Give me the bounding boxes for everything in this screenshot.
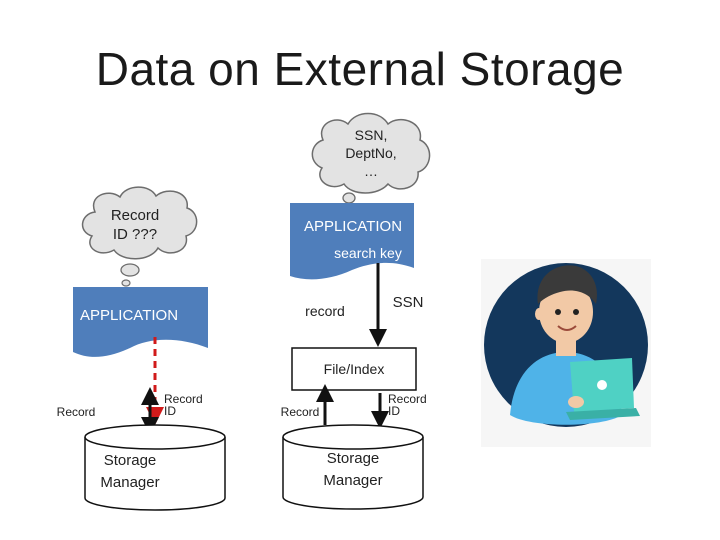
- left-application-box: [73, 287, 208, 357]
- left-thought-text: Record ID ???: [110, 207, 160, 243]
- right-storage-cylinder: [282, 424, 424, 510]
- ssn-label: SSN: [392, 294, 424, 311]
- right-record-id-label: Record ID: [388, 392, 427, 418]
- left-record-label: Record: [56, 405, 96, 419]
- right-thought-text: SSN, DeptNo, …: [345, 127, 397, 179]
- left-record-id-label: Record ID: [164, 392, 203, 418]
- person-with-laptop-icon: [481, 259, 651, 447]
- file-index-label: File/Index: [323, 361, 385, 377]
- file-index-box: [291, 347, 417, 391]
- right-record-bottom-label: Record: [280, 405, 320, 419]
- right-application-label: APPLICATION: [303, 218, 403, 235]
- left-storage-cylinder: [84, 424, 226, 511]
- right-record-label: record: [305, 303, 345, 319]
- left-application-label: APPLICATION: [79, 307, 179, 324]
- slide-title: Data on External Storage: [95, 43, 625, 95]
- right-storage-label: Storage Manager: [323, 450, 383, 489]
- right-application-box: [290, 203, 414, 280]
- left-storage-label: Storage Manager: [100, 452, 160, 491]
- search-key-label: search key: [334, 245, 402, 261]
